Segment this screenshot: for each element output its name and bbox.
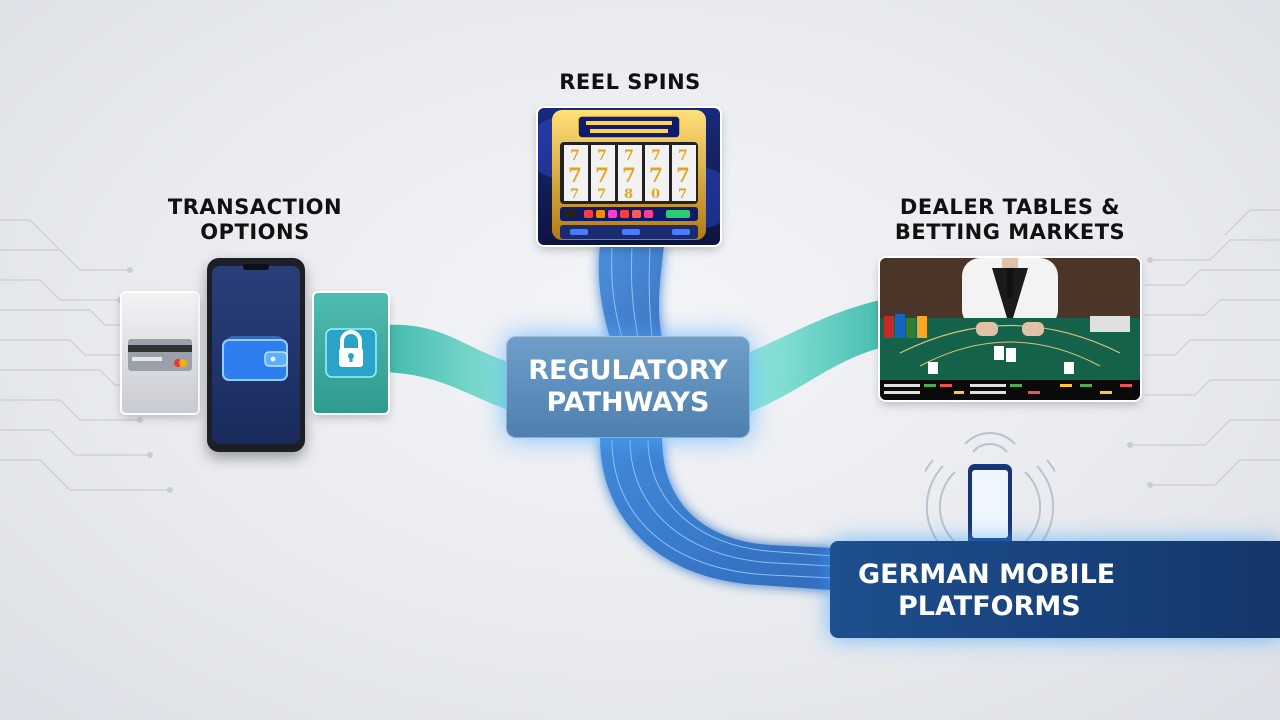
svg-text:7: 7 <box>676 163 690 187</box>
german-mobile-platforms-box: GERMAN MOBILE PLATFORMS <box>830 541 1280 638</box>
teal-path-right <box>750 300 880 412</box>
svg-text:8: 8 <box>624 187 633 202</box>
dealer-table-image <box>880 258 1140 400</box>
credit-card-icon <box>128 339 192 371</box>
svg-text:7: 7 <box>651 148 661 164</box>
hub-label-line1: REGULATORY <box>528 355 728 386</box>
svg-text:7: 7 <box>570 187 579 202</box>
german-label-line1: GERMAN MOBILE <box>858 559 1116 590</box>
padlock-icon <box>325 328 377 378</box>
reel-spins-label: REEL SPINS <box>559 70 701 94</box>
svg-text:7: 7 <box>597 148 607 164</box>
dealer-label-line1: DEALER TABLES & <box>899 195 1121 219</box>
blackjack-table-icon <box>880 258 1140 400</box>
smartphone-with-wallet <box>207 258 305 452</box>
svg-text:7: 7 <box>595 163 609 187</box>
dealer-label-line2: BETTING MARKETS <box>894 220 1126 244</box>
blue-path-top <box>598 245 664 338</box>
svg-text:0: 0 <box>651 187 660 202</box>
svg-text:7: 7 <box>597 187 606 202</box>
padlock-panel <box>314 293 388 413</box>
mobile-signal-graphic <box>925 432 1055 555</box>
svg-text:7: 7 <box>568 163 582 187</box>
circuit-traces-right <box>1130 209 1280 486</box>
mobile-phone-icon <box>968 464 1012 550</box>
transaction-options-label: TRANSACTION OPTIONS <box>140 195 370 245</box>
svg-text:7: 7 <box>649 163 663 187</box>
svg-text:7: 7 <box>622 163 636 187</box>
credit-card-panel <box>122 293 198 413</box>
wallet-icon <box>222 336 288 381</box>
dealer-tables-label: DEALER TABLES & BETTING MARKETS <box>870 195 1150 245</box>
german-label-line2: PLATFORMS <box>898 591 1081 622</box>
hub-label-line2: PATHWAYS <box>546 387 710 418</box>
svg-text:7: 7 <box>678 187 687 202</box>
phone-notch <box>243 264 269 270</box>
svg-text:7: 7 <box>570 148 580 164</box>
svg-text:7: 7 <box>678 148 688 164</box>
regulatory-pathways-hub: REGULATORY PATHWAYS <box>506 336 750 438</box>
transaction-label-line2: OPTIONS <box>200 220 310 244</box>
teal-path-left <box>385 324 508 410</box>
svg-text:7: 7 <box>624 148 634 164</box>
circuit-traces-left <box>0 219 170 491</box>
transaction-label-line1: TRANSACTION <box>167 195 343 219</box>
